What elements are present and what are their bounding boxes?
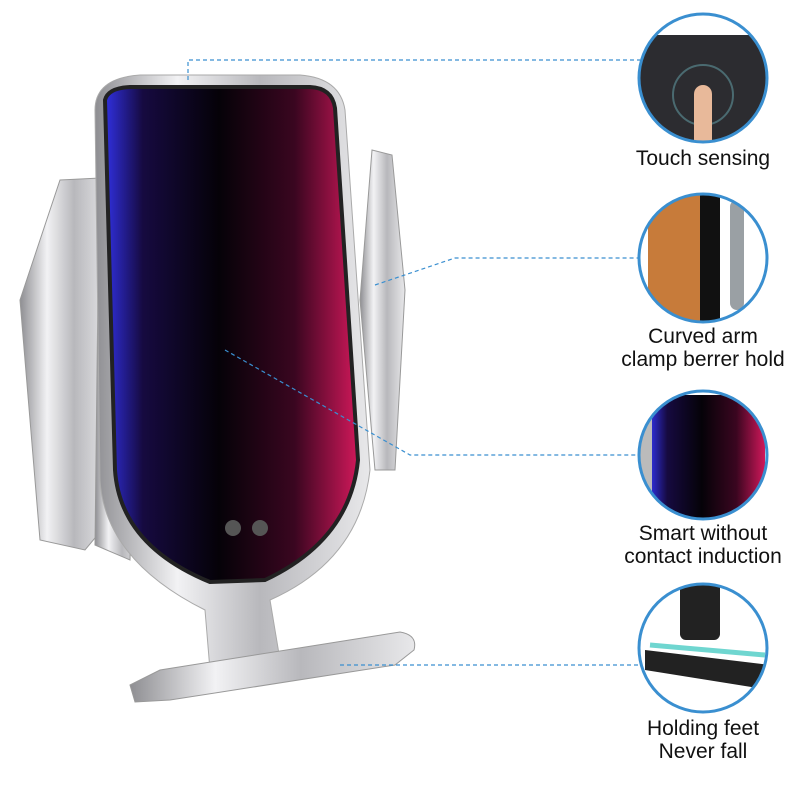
label-line: Smart without [638, 522, 768, 545]
feature-label-clamp: Curved arm clamp berrer hold [603, 325, 800, 371]
phone-screen [102, 85, 361, 585]
label-line: contact induction [624, 545, 782, 568]
sensor-dot [225, 520, 241, 536]
right-clamp-arm [359, 149, 406, 471]
holding-foot [129, 631, 416, 703]
label-line: Touch sensing [635, 147, 771, 170]
label-line: Curved arm [648, 325, 758, 348]
callout-lines [187, 59, 640, 666]
feature-circle-induction [637, 389, 769, 521]
feature-circle-clamp [637, 192, 769, 324]
feature-label-feet: Holding feet Never fall [603, 717, 800, 763]
feature-label-induction: Smart without contact induction [603, 522, 800, 568]
feature-label-touch: Touch sensing [603, 147, 800, 170]
feature-circle-feet [637, 582, 769, 714]
feature-circle-touch [637, 12, 769, 144]
label-line: clamp berrer hold [621, 348, 785, 371]
sensor-dot [252, 520, 268, 536]
label-line: Holding feet [646, 717, 760, 740]
label-line: Never fall [658, 740, 748, 763]
